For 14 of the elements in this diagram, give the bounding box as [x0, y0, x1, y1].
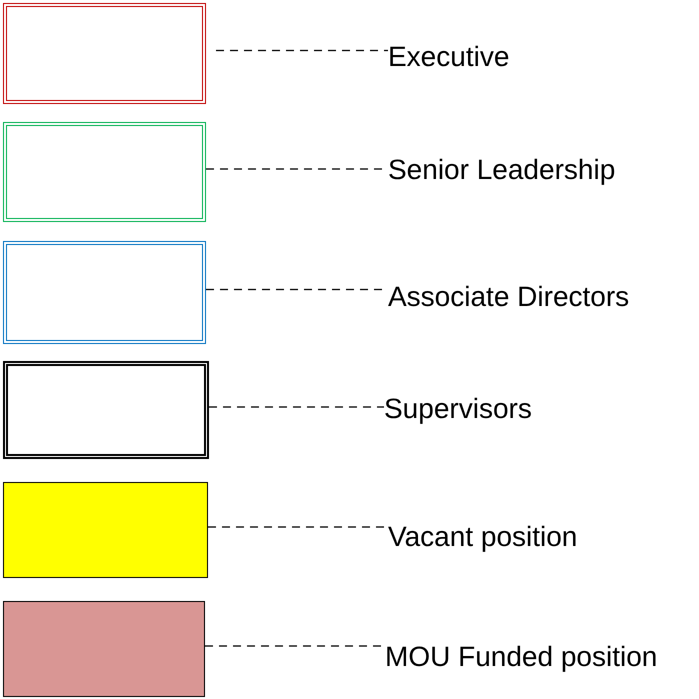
legend-label: Senior Leadership [388, 153, 616, 187]
legend-box [3, 122, 206, 222]
legend-box [3, 3, 206, 104]
legend-box [3, 361, 209, 459]
leader-line [216, 50, 388, 52]
legend-label: Supervisors [384, 392, 532, 426]
leader-line [209, 406, 384, 408]
legend-box [3, 482, 208, 578]
legend-label: Executive [388, 40, 510, 74]
legend-label: MOU Funded position [385, 640, 658, 674]
legend-box [3, 241, 206, 344]
legend-label: Associate Directors [388, 280, 630, 314]
legend-box [3, 601, 205, 697]
legend-label: Vacant position [388, 520, 578, 554]
